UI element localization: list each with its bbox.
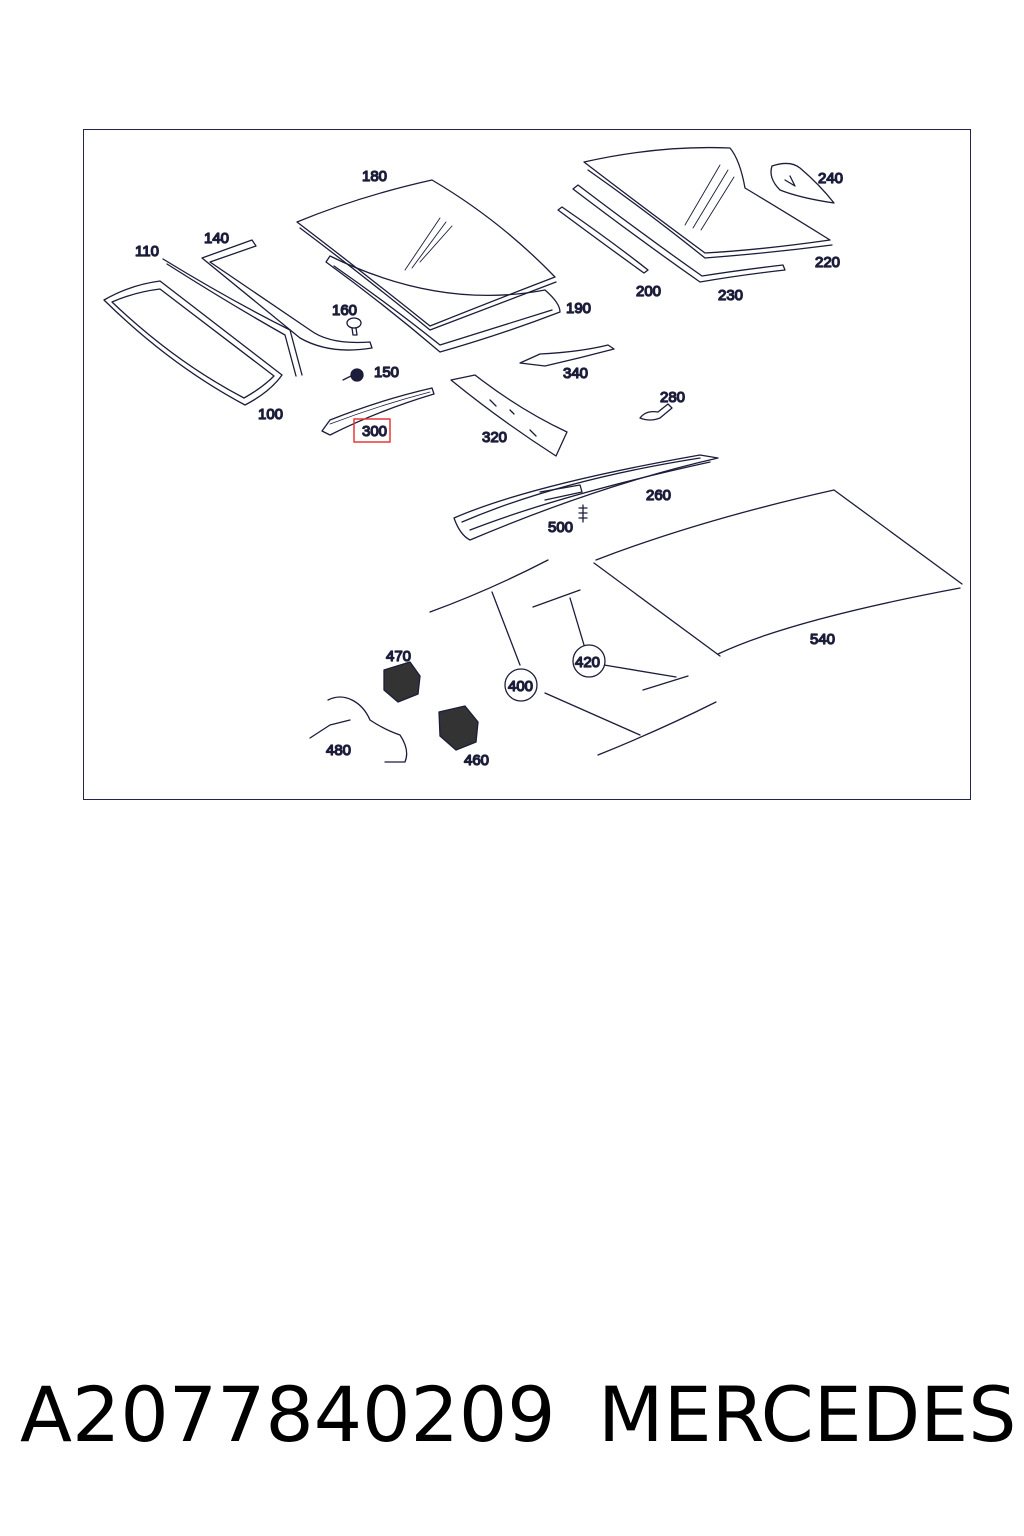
label-480: 480 [326,742,351,759]
part-540-roller-blind [593,489,963,657]
part-180-front-glass [296,179,557,331]
part-400-cables [429,559,717,756]
label-300: 300 [362,423,387,440]
part-480-wiring-harness [309,696,408,763]
highlight-box-300 [353,418,391,443]
label-420: 420 [575,654,600,671]
label-190: 190 [566,300,591,317]
label-340: 340 [563,365,588,382]
part-320-trim-panel [450,374,568,457]
label-320: 320 [482,429,507,446]
part-280-hinge [639,403,673,421]
label-140: 140 [204,230,229,247]
label-260: 260 [646,487,671,504]
part-150-spring [342,368,364,382]
part-230-seal [572,184,786,283]
part-190-glass-frame [325,255,561,353]
brand-name: MERCEDES [598,1370,1017,1459]
footer-caption: A2077840209 MERCEDES [20,1370,1016,1470]
part-340-bracket [519,344,615,367]
part-500-screw [578,504,588,523]
part-200-strip [557,206,649,274]
part-240-quarter-glass [770,162,835,204]
part-number: A2077840209 [20,1370,556,1459]
part-140-frame-seal [201,239,373,351]
label-240: 240 [818,170,843,187]
label-110: 110 [135,243,159,260]
part-470-motor [383,661,421,703]
sunroof-exploded-diagram: 180 240 140 110 220 200 230 190 160 150 … [103,146,963,770]
label-200: 200 [636,283,661,300]
part-160-clip [346,317,362,336]
label-540: 540 [810,631,835,648]
label-500: 500 [548,519,573,536]
label-280: 280 [660,389,685,406]
label-150: 150 [374,364,399,381]
part-100-rear-glass [103,280,283,406]
label-230: 230 [718,287,743,304]
label-100: 100 [258,406,283,423]
label-160: 160 [332,302,357,319]
part-460-motor [438,705,479,751]
part-220-glass-panel [583,146,833,259]
part-260-guide-rail [453,454,719,541]
label-180: 180 [362,168,387,185]
label-470: 470 [386,648,411,665]
label-400: 400 [508,678,533,695]
label-460: 460 [464,752,489,769]
part-300-seal [321,387,435,436]
diagram-frame [83,129,971,800]
part-110-seal-strip [162,258,303,377]
part-420-cables [532,589,689,691]
label-220: 220 [815,254,840,271]
